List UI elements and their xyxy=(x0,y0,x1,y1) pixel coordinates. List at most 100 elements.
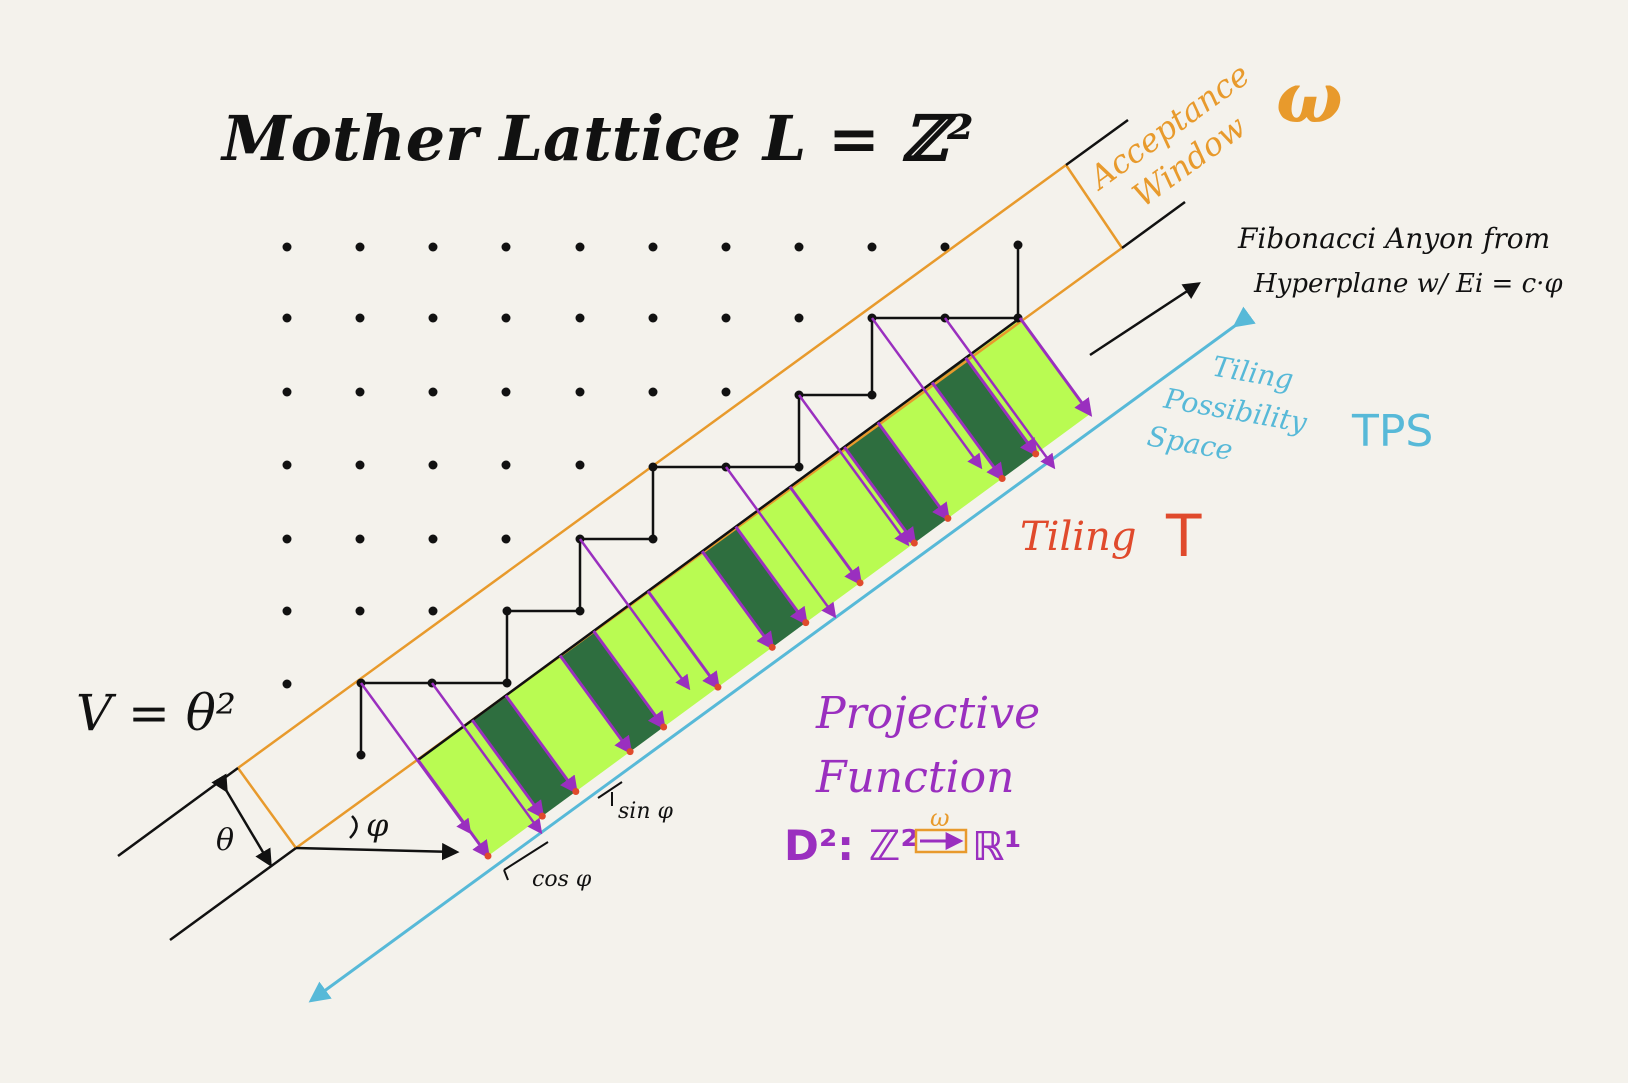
projection-arrow xyxy=(870,317,983,470)
tiling-vertex xyxy=(998,474,1006,482)
tiling-vertex xyxy=(660,723,668,731)
projection-arrow xyxy=(558,654,633,755)
tiling-vertex xyxy=(910,539,918,547)
staircase-vertex xyxy=(867,390,877,400)
lattice-point xyxy=(355,387,365,397)
lattice-point xyxy=(428,606,438,616)
projective-window-box xyxy=(914,828,968,854)
svg-text:Space: Space xyxy=(1145,419,1235,466)
lattice-point xyxy=(355,313,365,323)
lattice-point xyxy=(501,460,511,470)
lattice-point xyxy=(428,387,438,397)
projection-arrow xyxy=(578,538,691,691)
lower-black-line-left xyxy=(169,846,297,942)
lattice-point xyxy=(428,242,438,252)
projection-arrow xyxy=(734,525,808,626)
tiling-vertex xyxy=(626,748,634,756)
lattice-point xyxy=(355,606,365,616)
lattice-point xyxy=(282,534,292,544)
svg-text:Tiling: Tiling xyxy=(1210,350,1296,397)
projection-arrow xyxy=(701,550,775,651)
lattice-point xyxy=(794,242,804,252)
fibonacci-label-line1: Fibonacci Anyon from xyxy=(1237,222,1550,255)
staircase-vertex xyxy=(356,750,366,760)
tiling-vertex xyxy=(944,514,952,522)
lattice-point xyxy=(648,242,658,252)
tiling-vertex xyxy=(768,643,776,651)
sin-phi-label: sin φ xyxy=(618,799,673,824)
upper-black-line xyxy=(1065,118,1129,167)
lattice-point xyxy=(867,242,877,252)
tiling-vertex xyxy=(1032,450,1040,458)
lattice-point xyxy=(428,534,438,544)
lattice-point xyxy=(282,679,292,689)
window-cap-top xyxy=(1064,164,1124,249)
projection-arrow xyxy=(646,590,721,691)
phi-angle-arc xyxy=(349,815,358,839)
projection-arrow xyxy=(504,694,578,795)
lattice-point xyxy=(501,534,511,544)
lattice-point xyxy=(940,242,950,252)
tiling-label: Tiling xyxy=(1020,514,1136,560)
lattice-point xyxy=(648,387,658,397)
projection-arrow xyxy=(592,630,666,730)
staircase-vertex xyxy=(502,678,512,688)
lattice-point xyxy=(501,387,511,397)
tile-black-top-edge xyxy=(417,316,1021,762)
lattice-point xyxy=(282,460,292,470)
tiling-vertex xyxy=(714,683,722,691)
projective-label-line1: Projective xyxy=(815,688,1040,739)
lattice-point xyxy=(575,242,585,252)
lattice-point xyxy=(501,242,511,252)
horizontal-reference-arrow xyxy=(295,842,460,861)
lattice-point xyxy=(428,313,438,323)
title-text: Mother Lattice L = ℤ² xyxy=(220,102,974,175)
staircase-vertex xyxy=(575,606,585,616)
cos-phi-label: cos φ xyxy=(532,867,592,892)
tiling-vertex xyxy=(538,812,546,820)
tps-abbreviation: TPS xyxy=(1351,406,1433,457)
projection-arrow xyxy=(430,682,543,835)
lattice-point xyxy=(794,313,804,323)
staircase-vertex xyxy=(1013,240,1023,250)
theta-dimension-arrow xyxy=(211,773,272,868)
lattice-point xyxy=(575,460,585,470)
tiling-possibility-space-label: Tiling Possibility Space xyxy=(1145,350,1311,467)
sin-phi-tick xyxy=(597,781,623,806)
projective-label-line2: Function xyxy=(815,752,1014,803)
cos-phi-tick xyxy=(503,841,549,881)
projection-arrow xyxy=(724,466,837,619)
lower-black-line xyxy=(1121,200,1186,250)
lattice-point xyxy=(428,460,438,470)
theta-label: θ xyxy=(216,823,234,858)
staircase-vertex xyxy=(648,534,658,544)
fibonacci-label-line2: Hyperplane w/ Ei = c·φ xyxy=(1253,269,1563,299)
lattice-point xyxy=(355,534,365,544)
projection-arrow xyxy=(788,485,863,586)
volume-label: V = θ² xyxy=(76,684,236,742)
tiling-symbol: T xyxy=(1165,502,1202,570)
projection-arrows xyxy=(359,317,1093,860)
lattice-point xyxy=(575,387,585,397)
window-symbol: ω xyxy=(1276,56,1343,139)
window-cap-bottom xyxy=(236,767,298,849)
lattice-point xyxy=(648,313,658,323)
projection-arrow xyxy=(359,682,472,835)
tiling-vertex xyxy=(856,579,864,587)
fibonacci-direction-arrow xyxy=(1089,282,1201,357)
projection-arrow xyxy=(1018,317,1093,417)
projection-arrow xyxy=(843,446,917,546)
lattice-point xyxy=(355,242,365,252)
lattice-point xyxy=(282,313,292,323)
staircase-vertex xyxy=(502,606,512,616)
tiling-vertex xyxy=(484,852,492,860)
projection-arrow xyxy=(876,421,951,522)
projection-arrow xyxy=(964,356,1038,457)
lattice-point xyxy=(721,242,731,252)
lattice-point xyxy=(282,387,292,397)
lattice-point xyxy=(721,387,731,397)
projection-arrow xyxy=(930,381,1005,482)
tiling-possibility-space-line xyxy=(308,306,1256,1003)
